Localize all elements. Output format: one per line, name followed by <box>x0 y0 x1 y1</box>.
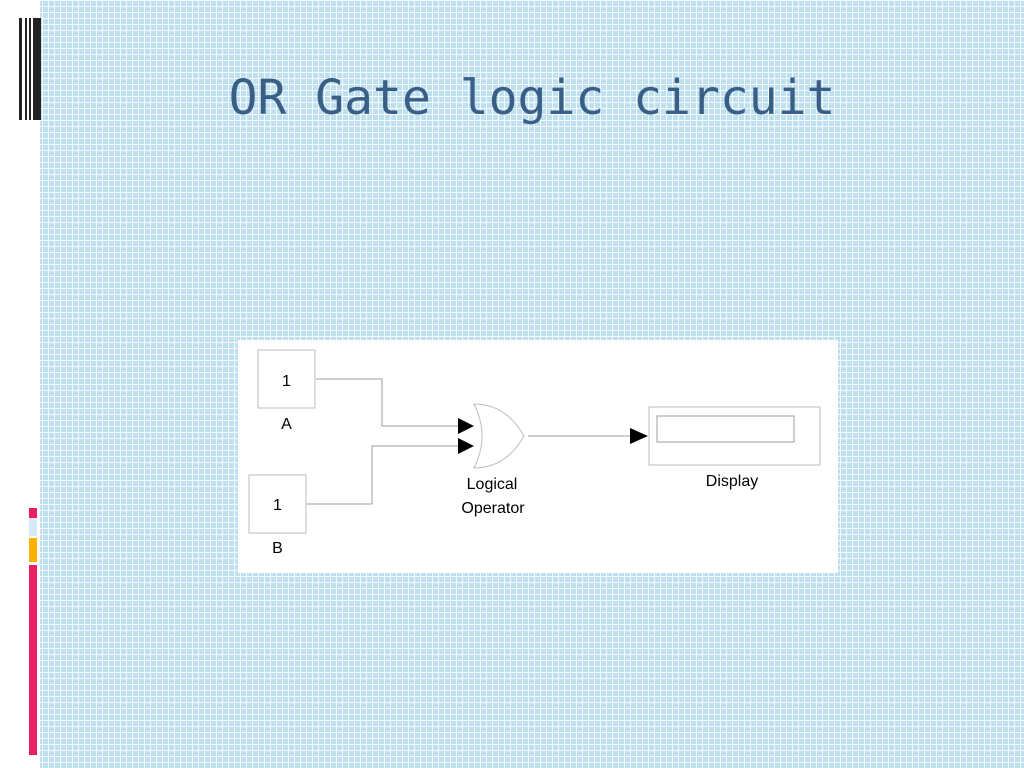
logical-operator-label-line1: Logical <box>467 476 518 493</box>
accent-block-pink-tall <box>29 565 37 755</box>
wire-b-to-gate <box>307 445 458 505</box>
input-arrow-1-icon <box>458 418 474 434</box>
constant-a-value: 1 <box>282 373 291 390</box>
slide-title: OR Gate logic circuit <box>228 70 836 126</box>
constant-b-value: 1 <box>273 497 282 514</box>
constant-block-b[interactable]: 1 <box>248 474 307 534</box>
left-decoration-strip <box>0 0 41 768</box>
accent-block-pink-small <box>29 508 37 518</box>
display-label: Display <box>706 473 758 490</box>
circuit-diagram: 1 A 1 B Logical Operator Display <box>248 349 821 557</box>
accent-block-light <box>29 518 37 536</box>
constant-block-a[interactable]: 1 <box>257 349 316 409</box>
constant-b-label: B <box>272 540 283 557</box>
display-input-arrow-icon <box>630 428 648 444</box>
constant-a-label: A <box>281 416 292 433</box>
logical-operator-label-line2: Operator <box>461 500 525 517</box>
display-block[interactable] <box>648 406 821 466</box>
logical-operator-block[interactable] <box>473 403 525 469</box>
input-arrow-2-icon <box>458 438 474 454</box>
accent-block-orange <box>29 538 37 562</box>
decorative-bars-icon <box>19 18 41 120</box>
wire-a-to-gate <box>316 378 458 427</box>
display-readout <box>656 415 795 443</box>
or-gate-icon <box>473 403 525 469</box>
circuit-diagram-panel: 1 A 1 B Logical Operator Display <box>238 340 838 573</box>
